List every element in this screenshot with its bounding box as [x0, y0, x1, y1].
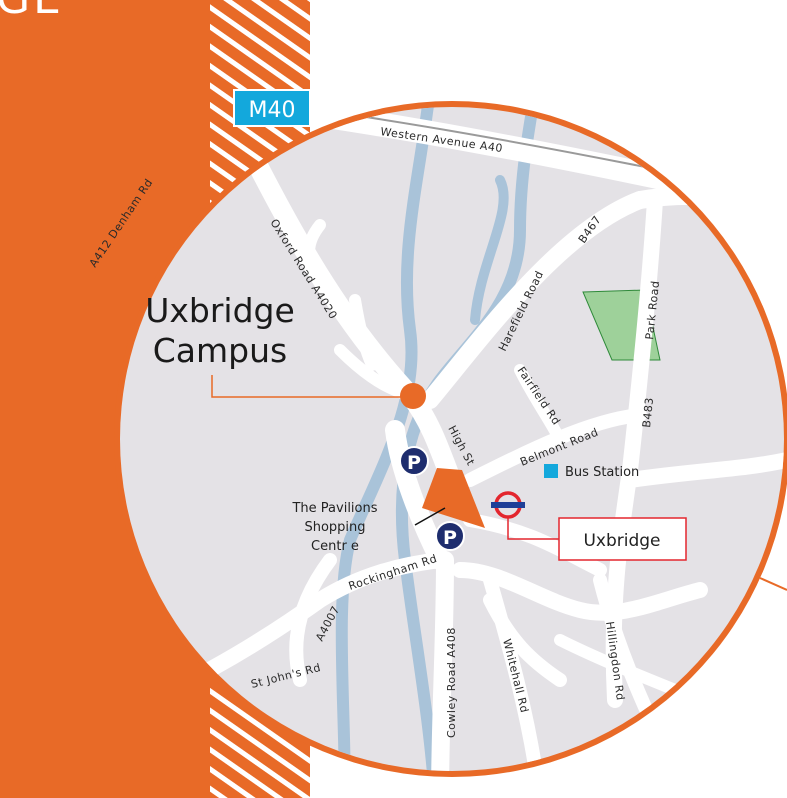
parking-icon: P — [443, 527, 457, 549]
label-park-road: Park Road — [643, 280, 662, 340]
pavilions-leader-line — [414, 507, 446, 526]
parking-marker-north[interactable]: P — [399, 446, 429, 476]
station-label-box — [558, 517, 687, 561]
campus-label-line2: Campus — [153, 331, 287, 370]
map-area — [120, 107, 784, 771]
campus-label-line1: Uxbridge — [145, 291, 295, 330]
parking-icon: P — [407, 452, 421, 474]
pavilions-shopping-centre[interactable] — [422, 468, 485, 528]
pavilions-label-line1: The Pavilions — [291, 501, 377, 516]
label-cowley-road: Cowley Road A408 — [445, 627, 458, 738]
pavilions-label-line2: Shopping — [304, 520, 365, 535]
header-title-fragment: GE — [0, 0, 64, 24]
parking-marker-south[interactable]: P — [435, 521, 465, 551]
campus-leader-line — [211, 375, 404, 398]
station-label: Uxbridge — [583, 531, 660, 551]
label-b483: B483 — [640, 397, 656, 429]
station-leader-line — [507, 517, 559, 540]
campus-marker[interactable] — [400, 383, 426, 409]
ring-pointer — [759, 577, 787, 591]
bus-station-icon — [544, 464, 558, 478]
bus-station-label: Bus Station — [565, 465, 639, 480]
m40-label: M40 — [249, 98, 296, 123]
m40-shield — [233, 89, 311, 127]
pavilions-label-line3: Centr e — [311, 539, 359, 554]
